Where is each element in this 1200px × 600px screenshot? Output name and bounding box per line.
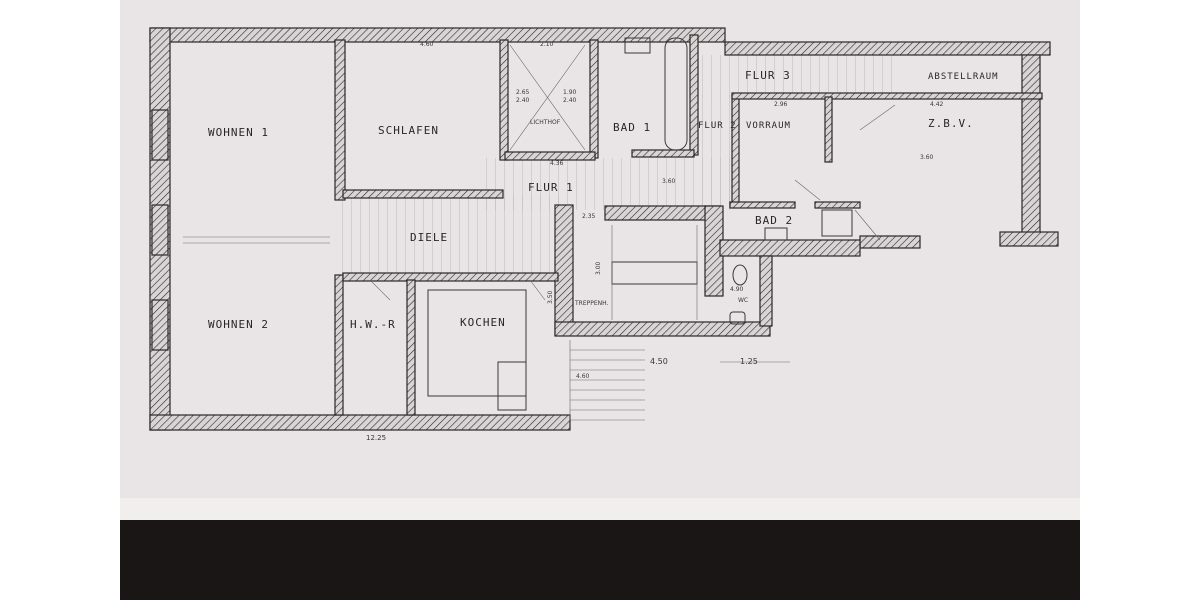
desk-background: [120, 520, 1080, 600]
walls: [149, 27, 1059, 431]
room-label-flur2: FLUR 2: [698, 121, 737, 131]
flur2-floor: [695, 95, 735, 205]
room-label-treppenh: TREPPENH.: [574, 300, 609, 307]
room-label-bad2: BAD 2: [755, 214, 793, 227]
room-label-schlafen: SCHLAFEN: [378, 124, 439, 137]
room-label-bad1: BAD 1: [613, 121, 651, 134]
room-label-abstellraum: ABSTELLRAUM: [928, 72, 999, 82]
dim-zbv-width: 4.42: [930, 101, 944, 108]
dim-stair-top: 2.35: [582, 213, 596, 220]
room-label-flur1: FLUR 1: [528, 181, 574, 194]
room-label-wohnen1: WOHNEN 1: [208, 126, 269, 139]
dim-wc-width: 1.25: [740, 357, 758, 366]
flur1-floor: [480, 158, 735, 210]
paper-sheet: [120, 0, 1080, 520]
dim-front-width: 4.50: [650, 357, 668, 366]
dim-schlafen-width: 4.60: [420, 41, 434, 48]
dim-vorraum-width: 2.96: [774, 101, 788, 108]
room-label-hwr: H.W.-R: [350, 318, 396, 331]
room-label-wc: WC: [738, 297, 748, 304]
fixtures: [183, 37, 896, 411]
dim-wc-a: 4.90: [730, 286, 744, 293]
dim-lichthof-a: 2.65: [516, 89, 530, 96]
dim-lichthof-width: 2.10: [540, 41, 554, 48]
flur3-floor: [695, 55, 895, 97]
room-label-wohnen2: WOHNEN 2: [208, 318, 269, 331]
dim-steps-width: 4.60: [576, 373, 590, 380]
dim-kochen-side: 3.50: [547, 290, 554, 304]
dim-lichthof-b: 2.40: [516, 97, 530, 104]
room-label-kochen: KOCHEN: [460, 316, 506, 329]
dim-total-width: 12.25: [366, 434, 386, 442]
room-label-lichthof: LICHTHOF: [530, 119, 561, 126]
room-label-zbv: Z.B.V.: [928, 117, 974, 130]
exterior-steps: [569, 340, 790, 421]
room-label-flur3: FLUR 3: [745, 69, 791, 82]
paper-edge: [120, 498, 1080, 522]
room-label-diele: DIELE: [410, 231, 448, 244]
dim-lichthof-d: 2.40: [563, 97, 577, 104]
dim-flur1-length: 3.60: [662, 178, 676, 185]
dim-zbv-depth: 3.60: [920, 154, 934, 161]
room-label-vorraum: VORRAUM: [746, 121, 791, 131]
dim-stair-height: 3.00: [595, 261, 602, 275]
dim-lichthof-bottom: 4.36: [550, 160, 564, 167]
dim-lichthof-c: 1.90: [563, 89, 577, 96]
